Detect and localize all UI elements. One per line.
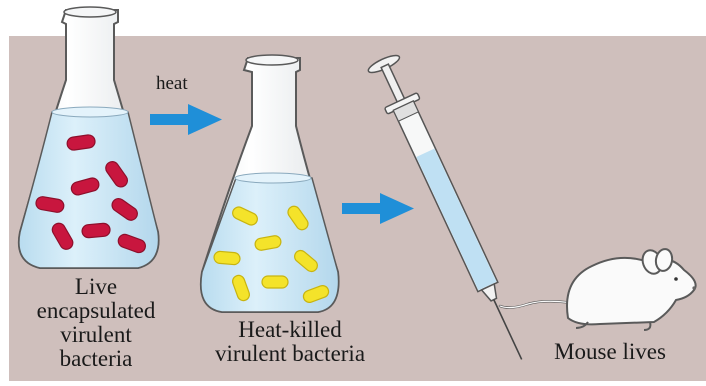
- bacterium: [82, 223, 111, 238]
- bacterium: [214, 251, 241, 265]
- label-line: Live: [8, 275, 184, 299]
- label-line: bacteria: [8, 347, 184, 371]
- label-line: virulent bacteria: [186, 342, 394, 366]
- label-line: virulent: [8, 323, 184, 347]
- outcome-label: Mouse lives: [520, 340, 700, 363]
- label-line: encapsulated: [8, 299, 184, 323]
- label-line: Heat-killed: [186, 318, 394, 342]
- bacterium: [262, 276, 288, 288]
- heat-label: heat: [156, 74, 188, 93]
- live-bacteria-label: Live encapsulated virulent bacteria: [8, 275, 184, 371]
- heat-killed-label: Heat-killed virulent bacteria: [186, 318, 394, 366]
